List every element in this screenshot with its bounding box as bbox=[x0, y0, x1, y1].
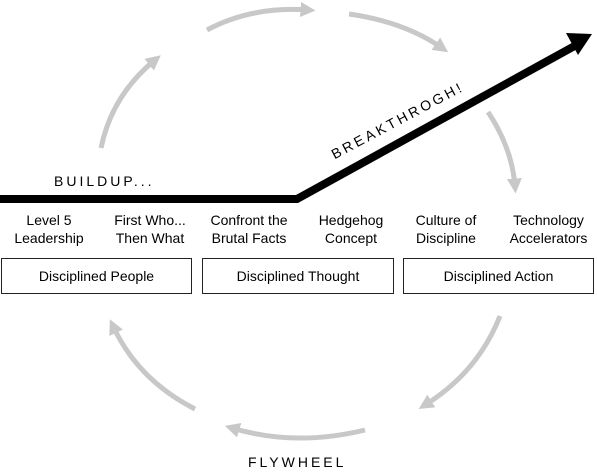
concept-line: Discipline bbox=[416, 230, 476, 246]
concept-confront-brutal-facts: Confront the Brutal Facts bbox=[199, 211, 299, 247]
concept-line: Confront the bbox=[210, 212, 288, 228]
group-disciplined-people: Disciplined People bbox=[1, 258, 192, 294]
concept-hedgehog: Hedgehog Concept bbox=[303, 211, 399, 247]
cycle-arrow-6 bbox=[224, 422, 366, 441]
cycle-arrow-7 bbox=[109, 319, 197, 412]
cycle-arrow-3 bbox=[348, 11, 449, 53]
concept-first-who: First Who... Then What bbox=[98, 211, 202, 247]
group-disciplined-thought: Disciplined Thought bbox=[202, 258, 394, 294]
breakthrough-arrowhead bbox=[566, 33, 592, 55]
concept-line: Technology bbox=[513, 212, 584, 228]
concept-line: First Who... bbox=[114, 212, 186, 228]
concept-line: Accelerators bbox=[509, 230, 588, 246]
cycle-arrow-2 bbox=[205, 1, 316, 33]
concept-line: Culture of bbox=[415, 212, 477, 228]
cycle-arrow-5 bbox=[418, 315, 503, 409]
concept-line: Brutal Facts bbox=[211, 230, 287, 246]
cycle-arrow-1 bbox=[98, 55, 161, 149]
cycle-arrow-4 bbox=[485, 110, 522, 194]
concept-line: Leadership bbox=[14, 230, 84, 246]
buildup-breakthrough-line bbox=[0, 39, 582, 203]
buildup-label: BUILDUP... bbox=[54, 173, 155, 189]
concept-line: Level 5 bbox=[26, 212, 72, 228]
concept-culture-of-discipline: Culture of Discipline bbox=[398, 211, 494, 247]
concept-line: Then What bbox=[115, 230, 185, 246]
concept-line: Hedgehog bbox=[318, 212, 384, 228]
concept-level-5-leadership: Level 5 Leadership bbox=[0, 211, 98, 247]
group-disciplined-action: Disciplined Action bbox=[403, 258, 594, 294]
flywheel-label: FLYWHEEL bbox=[248, 454, 347, 470]
concept-technology-accelerators: Technology Accelerators bbox=[500, 211, 597, 247]
concept-line: Concept bbox=[324, 230, 378, 246]
